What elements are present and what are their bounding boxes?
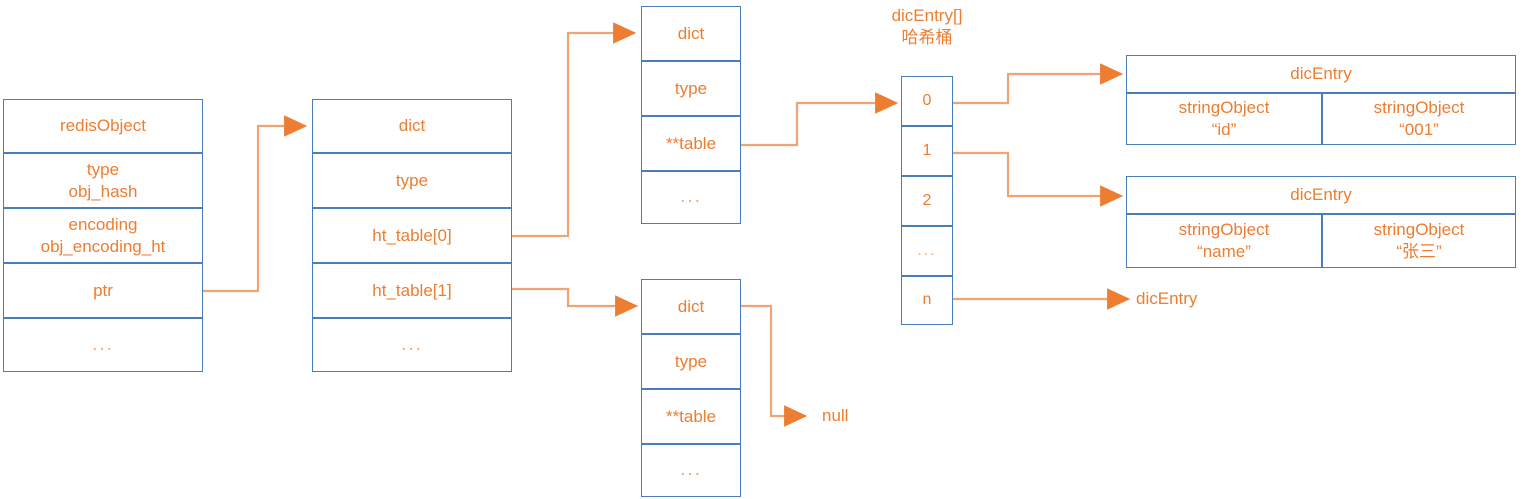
dic-entry-n-label: dicEntry [1136, 289, 1198, 308]
hash-bucket-slot-4: n [901, 276, 953, 325]
dic-entry-2-header: dicEntry [1126, 176, 1516, 214]
redis-object-row-3: ptr [3, 263, 203, 318]
redis-object-row-1: type obj_hash [3, 153, 203, 208]
dict-main-row-0: dict [312, 99, 512, 153]
wire-bucket0-to-dicentry1 [953, 63, 1124, 105]
dict-ht1-row-1: type [641, 334, 741, 389]
dict-ht0-row-1: type [641, 61, 741, 116]
hash-bucket-slot-1: 1 [901, 126, 953, 176]
wire-ptr-to-dict [203, 115, 308, 293]
dic-entry-1-header: dicEntry [1126, 55, 1516, 93]
hash-bucket-slot-2: 2 [901, 176, 953, 226]
wire-table-to-null [741, 304, 808, 427]
dic-entry-1-key: stringObject “id” [1126, 93, 1322, 145]
dict-ht1-row-3: ... [641, 444, 741, 497]
dict-ht1-row-2: **table [641, 389, 741, 444]
dict-main-row-3: ht_table[1] [312, 263, 512, 318]
null-label: null [822, 406, 849, 425]
wire-table-to-hashbucket [741, 92, 899, 147]
redis-object-row-0: redisObject [3, 99, 203, 153]
hash-bucket-slot-3: ... [901, 226, 953, 276]
redis-object-row-4: ... [3, 318, 203, 372]
redis-object-row-2: encoding obj_encoding_ht [3, 208, 203, 263]
dict-main-row-4: ... [312, 318, 512, 372]
hash-bucket-slot-0: 0 [901, 76, 953, 126]
wire-httable1-to-dict-ht1 [512, 287, 639, 317]
dic-entry-2-value: stringObject “张三” [1322, 214, 1516, 268]
dict-ht1-row-0: dict [641, 279, 741, 334]
hash-bucket-title: dicEntry[] 哈希桶 [891, 6, 963, 48]
dict-ht0-row-3: ... [641, 171, 741, 224]
dic-entry-2-key: stringObject “name” [1126, 214, 1322, 268]
dict-ht0-row-0: dict [641, 6, 741, 61]
wire-httable0-to-dict-ht0 [512, 22, 637, 238]
dic-entry-1-value: stringObject “001” [1322, 93, 1516, 145]
dict-ht0-row-2: **table [641, 116, 741, 171]
dict-main-row-1: type [312, 153, 512, 208]
wire-bucket1-to-dicentry2 [953, 151, 1124, 207]
dict-main-row-2: ht_table[0] [312, 208, 512, 263]
